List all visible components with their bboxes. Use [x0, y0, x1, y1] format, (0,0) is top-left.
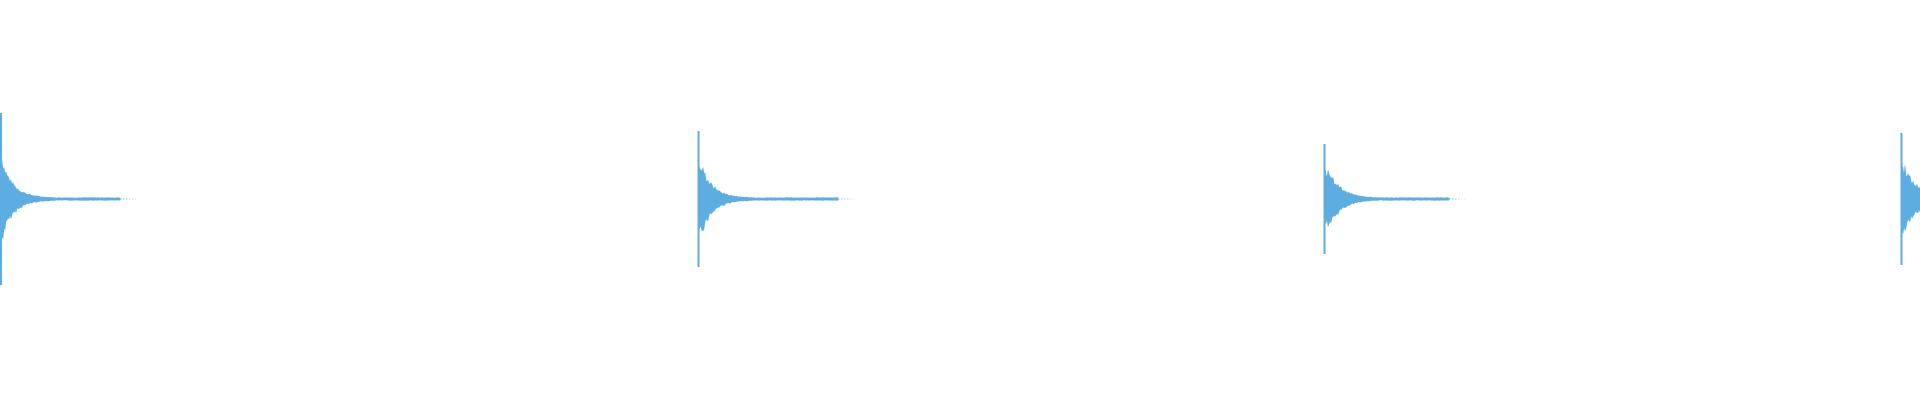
tail-noise [135, 198, 137, 200]
tail-noise [1449, 198, 1451, 200]
tail-noise [1464, 198, 1466, 200]
transient-decay-envelope [697, 156, 839, 232]
tail-noise [847, 198, 849, 200]
tail-noise [1458, 198, 1460, 200]
transient-decay-envelope [0, 151, 121, 248]
tail-noise [129, 198, 131, 200]
transient-3 [1323, 144, 1466, 254]
tail-noise [123, 198, 125, 200]
tail-noise [841, 198, 843, 200]
transient-1 [0, 113, 137, 285]
tail-noise [850, 198, 852, 200]
tail-noise [132, 198, 134, 200]
transient-decay-envelope [1323, 166, 1450, 233]
transient-decay-envelope [1900, 162, 1920, 238]
tail-noise [853, 198, 855, 200]
transient-4 [1900, 133, 1920, 265]
tail-noise [838, 198, 840, 200]
tail-noise [1461, 198, 1463, 200]
tail-noise [1455, 198, 1457, 200]
tail-noise [844, 198, 846, 200]
tail-noise [126, 198, 128, 200]
tail-noise [1452, 198, 1454, 200]
tail-noise [120, 198, 122, 200]
transient-2 [697, 131, 855, 267]
